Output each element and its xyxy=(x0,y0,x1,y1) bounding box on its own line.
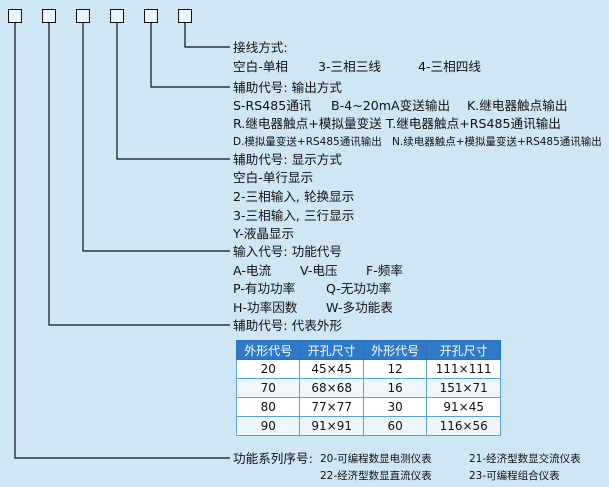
wiring-option-3p4w: 4-三相四线 xyxy=(418,59,481,74)
series-option-20: 20-可编程数显电测仪表 xyxy=(320,453,432,465)
series-option-23: 23-可编程组合仪表 xyxy=(469,470,560,482)
table-cell: 151×71 xyxy=(426,378,501,398)
wiring-title: 接线方式: xyxy=(233,40,288,55)
table-cell: 77×77 xyxy=(299,397,364,417)
table-cell: 111×111 xyxy=(426,359,501,379)
table-row: 70 68×68 16 151×71 xyxy=(235,378,501,398)
display-option-rotate: 2-三相输入, 轮换显示 xyxy=(233,189,355,204)
series-title: 功能系列序号: xyxy=(233,451,313,466)
shape-title: 辅助代号: 代表外形 xyxy=(233,318,342,333)
table-cell: 90 xyxy=(235,416,301,436)
table-cell: 91×91 xyxy=(299,416,364,436)
table-row: 80 77×77 30 91×45 xyxy=(235,397,501,417)
output-option-n: N.续电器触点+模拟量变送+RS485通讯输出 xyxy=(392,136,602,148)
table-cell: 70 xyxy=(235,378,301,398)
display-option-three-row: 3-三相输入, 三行显示 xyxy=(233,208,355,223)
series-option-22: 22-经济型数显直流仪表 xyxy=(320,470,432,482)
table-header-row: 外形代号 开孔尺寸 外形代号 开孔尺寸 xyxy=(235,340,501,360)
leader-series xyxy=(14,23,230,459)
display-title: 辅助代号: 显示方式 xyxy=(233,152,342,167)
output-option-s: S-RS485通讯 xyxy=(233,98,312,113)
function-option-a: A-电流 xyxy=(233,263,272,278)
leader-display xyxy=(116,23,230,160)
code-box-3 xyxy=(76,9,90,23)
shape-size-table: 外形代号 开孔尺寸 外形代号 开孔尺寸 20 45×45 12 111×111 … xyxy=(235,340,501,436)
series-option-21: 21-经济型数显交流仪表 xyxy=(469,453,581,465)
display-option-single: 空白-单行显示 xyxy=(233,170,314,185)
function-title: 输入代号: 功能代号 xyxy=(233,244,342,259)
function-option-v: V-电压 xyxy=(300,263,338,278)
header-cutout-size-2: 开孔尺寸 xyxy=(426,340,501,360)
output-option-b: B-4~20mA变送输出 xyxy=(331,98,451,113)
table-cell: 16 xyxy=(362,378,428,398)
function-option-p: P-有功功率 xyxy=(233,281,296,296)
leader-wiring xyxy=(184,23,230,48)
function-option-q: Q-无功功率 xyxy=(326,281,392,296)
leader-shape xyxy=(48,23,230,326)
table-row: 20 45×45 12 111×111 xyxy=(235,359,501,379)
output-option-d: D.模拟量变送+RS485通讯输出 xyxy=(233,136,382,148)
function-option-h: H-功率因数 xyxy=(233,300,298,315)
function-option-f: F-频率 xyxy=(366,263,403,278)
header-cutout-size-1: 开孔尺寸 xyxy=(299,340,364,360)
output-option-k: K.继电器触点输出 xyxy=(467,98,568,113)
code-box-4 xyxy=(110,9,124,23)
header-shape-code-2: 外形代号 xyxy=(362,340,428,360)
table-cell: 30 xyxy=(362,397,428,417)
function-option-w: W-多功能表 xyxy=(326,300,393,315)
table-cell: 80 xyxy=(235,397,301,417)
code-box-1 xyxy=(8,9,22,23)
table-cell: 20 xyxy=(235,359,301,379)
table-cell: 68×68 xyxy=(299,378,364,398)
output-option-r: R.继电器触点+模拟量变送 xyxy=(233,116,382,131)
table-cell: 60 xyxy=(362,416,428,436)
leader-output xyxy=(150,23,230,88)
code-box-6 xyxy=(178,9,192,23)
leader-function xyxy=(82,23,230,252)
header-shape-code-1: 外形代号 xyxy=(235,340,301,360)
display-option-lcd: Y-液晶显示 xyxy=(233,226,295,241)
code-box-5 xyxy=(144,9,158,23)
table-cell: 91×45 xyxy=(426,397,501,417)
code-box-2 xyxy=(42,9,56,23)
table-cell: 45×45 xyxy=(299,359,364,379)
wiring-option-single: 空白-单相 xyxy=(233,59,288,74)
output-option-t: T.继电器触点+RS485通讯输出 xyxy=(386,116,561,131)
table-cell: 12 xyxy=(362,359,428,379)
output-title: 辅助代号: 输出方式 xyxy=(233,80,342,95)
table-cell: 116×56 xyxy=(426,416,501,436)
table-row: 90 91×91 60 116×56 xyxy=(235,416,501,436)
wiring-option-3p3w: 3-三相三线 xyxy=(318,59,381,74)
